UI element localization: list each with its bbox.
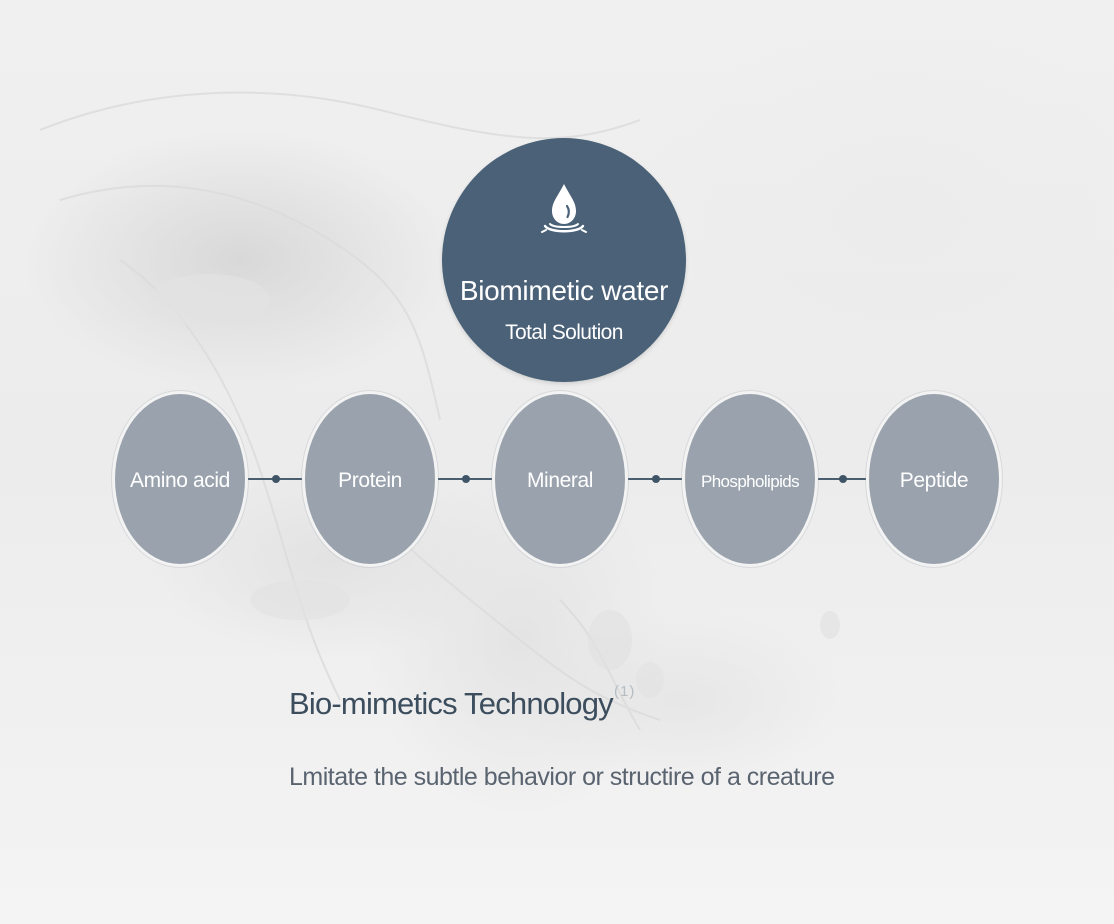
node-label: Peptide [899,469,969,492]
node-label: Phospholipids [700,472,800,491]
hub-subtitle: Total Solution [505,321,623,344]
node-peptide: Peptide [866,391,1002,567]
node-label: Amino acid [130,469,230,492]
caption-footnote-marker: (1) [614,683,636,700]
node-mineral: Mineral [492,391,628,567]
connector-dot [272,475,280,483]
connector-dot [462,475,470,483]
node-label: Protein [338,469,402,492]
water-drop-icon [541,184,587,233]
connector-protein-mineral [436,475,496,483]
hub-title: Biomimetic water [459,275,669,306]
connector-dot [652,475,660,483]
caption-title: Bio-mimetics Technology [289,686,614,721]
hub-circle: Biomimetic water Total Solution [442,138,686,382]
node-phospholipids: Phospholipids [682,391,818,567]
node-protein: Protein [302,391,438,567]
connector-dot [839,475,847,483]
node-label: Mineral [526,469,594,492]
caption-description: Lmitate the subtle behavior or structire… [289,763,835,791]
connector-mineral-phospholipids [626,475,686,483]
node-amino-acid: Amino acid [112,391,248,567]
connector-phospholipids-peptide [816,475,870,483]
connector-amino-protein [246,475,306,483]
